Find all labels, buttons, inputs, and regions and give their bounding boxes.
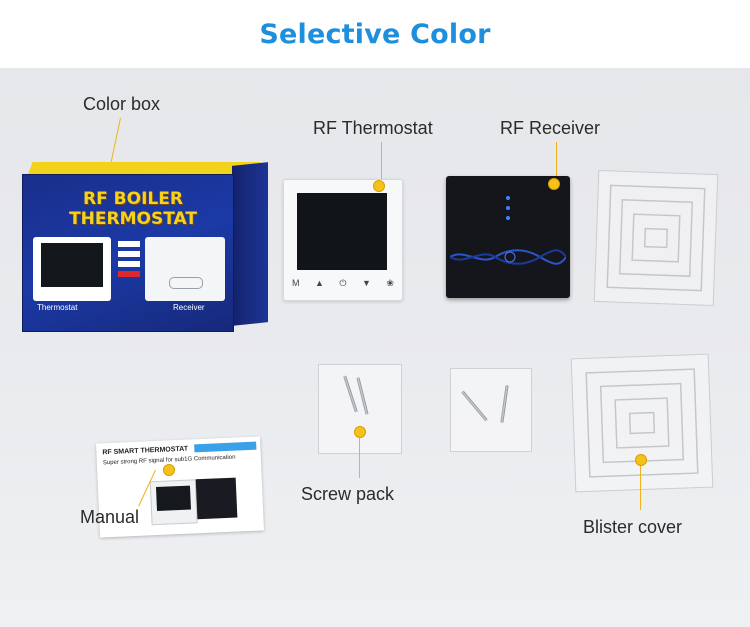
up-icon: ▲ xyxy=(314,278,324,288)
power-icon: ⏻ xyxy=(339,277,347,288)
page-title: Selective Color xyxy=(259,18,491,50)
receiver-led-3 xyxy=(506,216,510,220)
leader-blister-cover xyxy=(640,464,641,510)
marker-manual xyxy=(163,464,175,476)
receiver-wave-graphic xyxy=(450,249,566,265)
box-feature-tags xyxy=(118,241,140,289)
rf-thermostat: M ▲ ⏻ ▼ ❀ xyxy=(283,179,403,301)
leader-rf-thermostat xyxy=(381,142,382,182)
thermostat-buttons: M ▲ ⏻ ▼ ❀ xyxy=(292,276,394,290)
leaf-icon: ❀ xyxy=(386,277,394,288)
receiver-led-2 xyxy=(506,206,510,210)
manual-heading: RF SMART THERMOSTAT xyxy=(102,445,189,457)
thermostat-screen xyxy=(297,193,387,270)
blister-rings xyxy=(606,184,706,292)
blister-rings-bottom xyxy=(585,368,699,478)
box-thermostat-image xyxy=(33,237,111,301)
product-photo: Color box RF BOILER THERMOSTAT Thermosta… xyxy=(0,68,750,627)
blister-cover-bottom xyxy=(570,353,714,493)
page-header: Selective Color xyxy=(0,0,750,68)
box-front: RF BOILER THERMOSTAT Thermostat Receiver xyxy=(22,174,234,332)
box-side xyxy=(232,162,268,326)
marker-blister-cover xyxy=(635,454,647,466)
box-receiver-image xyxy=(145,237,225,301)
label-color-box: Color box xyxy=(83,94,161,114)
label-blister-cover: Blister cover xyxy=(583,517,683,537)
manual-thermostat-image xyxy=(149,479,198,526)
rf-receiver xyxy=(446,176,570,298)
manual-receiver-image xyxy=(195,477,238,520)
color-box: RF BOILER THERMOSTAT Thermostat Receiver xyxy=(22,162,268,332)
marker-rf-thermostat xyxy=(373,180,385,192)
marker-screw-pack xyxy=(354,426,366,438)
box-caption-receiver: Receiver xyxy=(173,303,205,312)
label-rf-receiver: RF Receiver xyxy=(500,118,601,138)
screw-pack-left xyxy=(318,364,402,454)
screw-pack-right xyxy=(450,368,532,452)
label-rf-thermostat: RF Thermostat xyxy=(313,118,433,138)
box-title-line1: RF BOILER xyxy=(83,189,183,209)
box-title-line2: THERMOSTAT xyxy=(69,209,197,229)
leader-screw-pack xyxy=(359,436,360,478)
manual-tag xyxy=(194,441,257,453)
receiver-led-1 xyxy=(506,196,510,200)
blister-cover-top xyxy=(593,169,719,307)
mode-icon: M xyxy=(292,278,300,288)
marker-rf-receiver xyxy=(548,178,560,190)
label-manual: Manual xyxy=(80,507,140,527)
box-caption-thermostat: Thermostat xyxy=(37,303,78,312)
box-title: RF BOILER THERMOSTAT xyxy=(43,189,223,229)
leader-rf-receiver xyxy=(556,142,557,180)
label-screw-pack: Screw pack xyxy=(301,484,395,504)
down-icon: ▼ xyxy=(362,278,371,288)
